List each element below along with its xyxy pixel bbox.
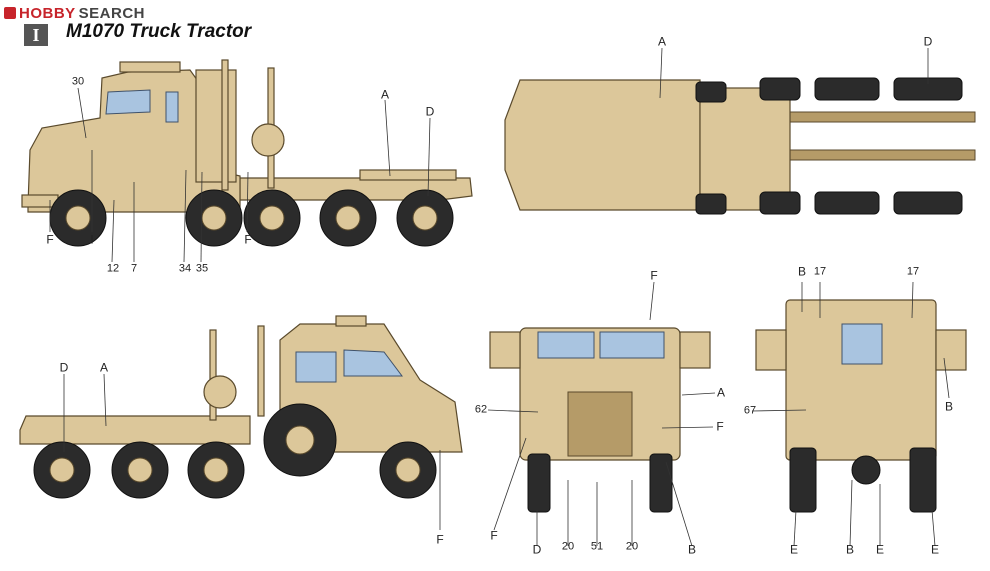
callout-F: F xyxy=(716,419,724,434)
hobby-search-watermark: HOBBY SEARCH xyxy=(4,4,145,22)
callout-D: D xyxy=(532,542,542,557)
callout-12: 12 xyxy=(106,262,120,275)
brand-logo-icon xyxy=(4,7,16,19)
callout-51: 51 xyxy=(590,540,604,553)
callout-67: 67 xyxy=(743,404,757,417)
callout-A: A xyxy=(716,385,726,400)
callout-F: F xyxy=(650,268,658,283)
callout-20: 20 xyxy=(625,540,639,553)
callout-E: E xyxy=(789,542,799,557)
callout-B: B xyxy=(797,264,807,279)
callout-E: E xyxy=(875,542,885,557)
callout-A: A xyxy=(99,360,109,375)
callout-34: 34 xyxy=(178,262,192,275)
callout-17: 17 xyxy=(813,265,827,278)
callout-I: I xyxy=(90,232,94,247)
right-side-view xyxy=(19,315,463,530)
callout-D: D xyxy=(923,34,933,49)
callout-B: B xyxy=(845,542,855,557)
callout-B: B xyxy=(687,542,697,557)
diagram-title: M1070 Truck Tractor xyxy=(66,21,252,42)
callout-F: F xyxy=(436,532,444,547)
front-view xyxy=(487,281,716,547)
brand-name-red: HOBBY xyxy=(19,4,76,22)
callout-F: F xyxy=(46,232,54,247)
callout-62: 62 xyxy=(474,403,488,416)
callout-F: F xyxy=(490,528,498,543)
callout-7: 7 xyxy=(130,262,138,275)
callout-D: D xyxy=(59,360,69,375)
brand-name-gray: SEARCH xyxy=(78,4,146,22)
callout-B: B xyxy=(944,399,954,414)
callout-D: D xyxy=(425,104,435,119)
callout-F: F xyxy=(244,232,252,247)
callout-30: 30 xyxy=(71,75,85,88)
rear-view xyxy=(751,281,967,547)
callout-A: A xyxy=(657,34,667,49)
callout-A: A xyxy=(380,87,390,102)
page-marker: I xyxy=(24,24,48,46)
callout-17: 17 xyxy=(906,265,920,278)
top-view xyxy=(504,47,976,215)
callout-35: 35 xyxy=(195,262,209,275)
callout-E: E xyxy=(930,542,940,557)
callout-20: 20 xyxy=(561,540,575,553)
left-side-view xyxy=(21,59,473,263)
